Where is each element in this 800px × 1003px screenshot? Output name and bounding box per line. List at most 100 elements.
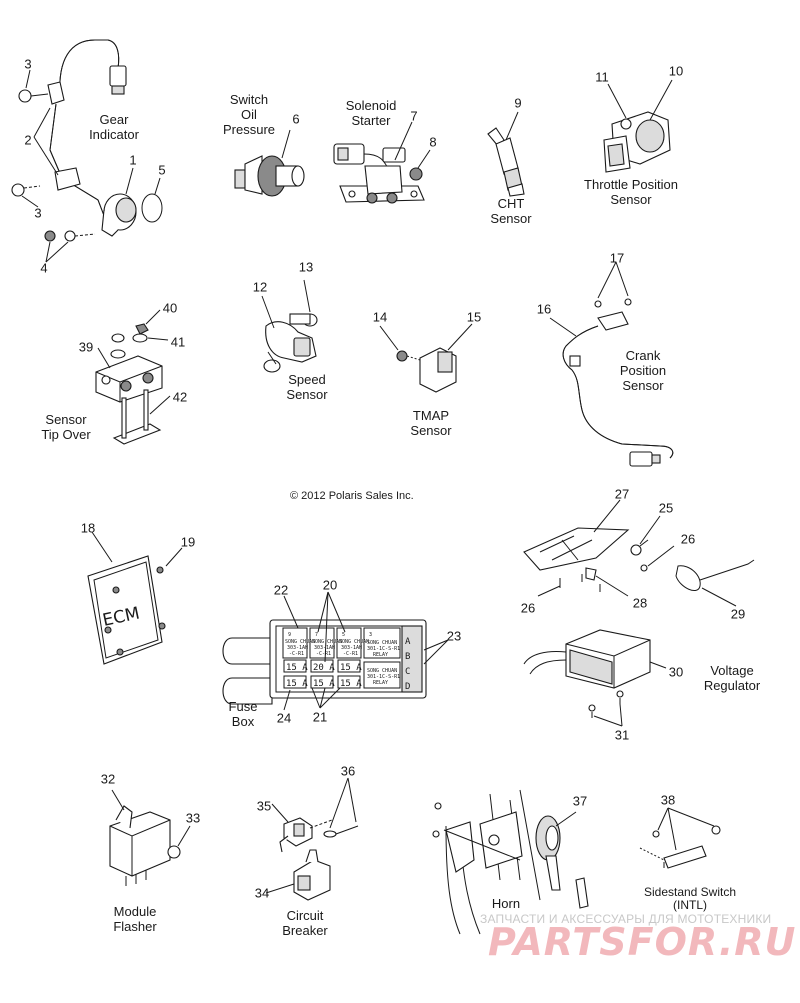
label-20: 20 xyxy=(322,577,338,593)
label-39: 39 xyxy=(78,339,94,355)
relay-text-9: -C-R1 xyxy=(343,651,358,657)
caption-throttle-position-sensor-line-2: Sensor xyxy=(610,192,652,207)
caption-speed-sensor-line-2: Sensor xyxy=(286,387,328,402)
label-24: 24 xyxy=(276,710,292,726)
label-34: 34 xyxy=(254,885,270,901)
relay-text-8: 303-1AH xyxy=(341,645,362,651)
caption-tmap-sensor-line-2: Sensor xyxy=(410,423,452,438)
side-letter-c: C xyxy=(405,667,410,677)
speed-sensor-drawing xyxy=(261,279,318,373)
label-10: 10 xyxy=(668,63,684,79)
caption-sidestand-switch-line-2: (INTL) xyxy=(673,898,707,912)
caption-sensor-tip-over: Sensor Tip Over xyxy=(41,412,90,442)
fuse-r1-2: 20 A xyxy=(313,663,335,673)
sensor-tip-over-drawing xyxy=(95,309,171,445)
relay-big-text-3: RELAY xyxy=(373,652,388,658)
circuit-breaker-drawing xyxy=(265,777,359,901)
label-13: 13 xyxy=(298,259,314,275)
label-29: 29 xyxy=(730,606,746,622)
ecm-drawing: ECM xyxy=(87,531,183,665)
label-17: 17 xyxy=(609,250,625,266)
watermark-logo: PARTSFOR.RU xyxy=(488,920,797,964)
watermark-tagline: ЗАПЧАСТИ И АКСЕССУАРЫ ДЛЯ МОТОТЕХНИКИ xyxy=(480,912,772,926)
label-35: 35 xyxy=(256,798,272,814)
caption-horn-line-1: Horn xyxy=(491,896,521,911)
caption-module-flasher-line-1: Module xyxy=(113,904,157,919)
caption-solenoid-starter-line-2: Starter xyxy=(351,113,391,128)
label-3-bottom: 3 xyxy=(34,205,42,221)
label-26-right: 26 xyxy=(680,531,696,547)
label-30: 30 xyxy=(668,664,684,680)
label-21: 21 xyxy=(312,709,328,725)
slot-number-7: 7 xyxy=(315,632,318,638)
caption-cht-sensor-line-2: Sensor xyxy=(490,211,532,226)
caption-voltage-regulator-line-2: Regulator xyxy=(703,678,761,693)
relay-text-4: SONG CHUAN xyxy=(312,639,342,645)
caption-throttle-position-sensor-line-1: Throttle Position xyxy=(584,177,678,192)
caption-crank-position-sensor: Crank Position Sensor xyxy=(620,348,666,393)
caption-gear-indicator-line-2: Indicator xyxy=(89,127,139,142)
caption-sidestand-switch-line-1: Sidestand Switch xyxy=(643,885,737,899)
caption-switch-oil-pressure-line-3: Pressure xyxy=(222,122,276,137)
voltage-regulator-drawing xyxy=(523,499,755,727)
caption-throttle-position-sensor: Throttle Position Sensor xyxy=(584,177,678,207)
horn-drawing xyxy=(432,789,589,935)
fuse-r2-1: 15 A xyxy=(286,679,308,689)
label-19: 19 xyxy=(180,534,196,550)
caption-gear-indicator-line-1: Gear xyxy=(99,112,129,127)
throttle-position-sensor-drawing xyxy=(603,79,673,173)
relay-big-text-5: 301-1C-S-R1 xyxy=(367,674,400,680)
caption-voltage-regulator: Voltage Regulator xyxy=(704,663,760,693)
relay-text-5: 303-1AH xyxy=(314,645,335,651)
caption-fuse-box-line-1: Fuse xyxy=(228,699,258,714)
fuse-r2-2: 15 A xyxy=(313,679,335,689)
label-9: 9 xyxy=(514,95,522,111)
label-23: 23 xyxy=(446,628,462,644)
fuse-box-drawing: 9 7 5 3 SONG CHUAN 303-1AH -C-R1 SONG CH… xyxy=(222,591,449,711)
label-5: 5 xyxy=(158,162,166,178)
caption-solenoid-starter-line-1: Solenoid xyxy=(345,98,397,113)
label-16: 16 xyxy=(536,301,552,317)
relay-text-1: SONG CHUAN xyxy=(285,639,315,645)
label-15: 15 xyxy=(466,309,482,325)
caption-sidestand-switch: Sidestand Switch (INTL) xyxy=(644,886,736,912)
module-flasher-drawing xyxy=(109,789,191,886)
caption-sensor-tip-over-line-1: Sensor xyxy=(45,412,87,427)
label-31: 31 xyxy=(614,727,630,743)
label-3-top: 3 xyxy=(24,56,32,72)
caption-switch-oil-pressure-line-2: Oil xyxy=(241,107,257,122)
label-2: 2 xyxy=(24,132,32,148)
relay-big-text-4: SONG CHUAN xyxy=(367,668,397,674)
side-letter-a: A xyxy=(405,637,411,647)
label-12: 12 xyxy=(252,279,268,295)
fuse-r2-3: 15 A xyxy=(340,679,362,689)
label-37: 37 xyxy=(572,793,588,809)
caption-tmap-sensor-line-1: TMAP xyxy=(412,408,450,423)
caption-voltage-regulator-line-1: Voltage xyxy=(710,663,754,678)
label-32: 32 xyxy=(100,771,116,787)
copyright-text: © 2012 Polaris Sales Inc. xyxy=(290,490,414,502)
caption-cht-sensor-line-1: CHT xyxy=(497,196,525,211)
label-28: 28 xyxy=(632,595,648,611)
caption-crank-position-sensor-line-3: Sensor xyxy=(622,378,664,393)
label-4: 4 xyxy=(40,260,48,276)
label-8: 8 xyxy=(429,134,437,150)
caption-fuse-box: Fuse Box xyxy=(229,699,258,729)
caption-circuit-breaker-line-1: Circuit xyxy=(286,908,324,923)
label-7: 7 xyxy=(410,108,418,124)
caption-module-flasher-line-2: Flasher xyxy=(113,919,157,934)
label-38: 38 xyxy=(660,792,676,808)
cht-sensor-drawing xyxy=(487,111,525,197)
label-40: 40 xyxy=(162,300,178,316)
relay-big-text-2: 301-1C-S-R1 xyxy=(367,646,400,652)
label-33: 33 xyxy=(185,810,201,826)
caption-solenoid-starter: Solenoid Starter xyxy=(346,98,397,128)
fuse-r1-3: 15 A xyxy=(340,663,362,673)
sidestand-switch-drawing xyxy=(639,807,721,869)
relay-text-6: -C-R1 xyxy=(316,651,331,657)
slot-number-5: 5 xyxy=(342,632,345,638)
caption-speed-sensor-line-1: Speed xyxy=(288,372,326,387)
label-18: 18 xyxy=(80,520,96,536)
